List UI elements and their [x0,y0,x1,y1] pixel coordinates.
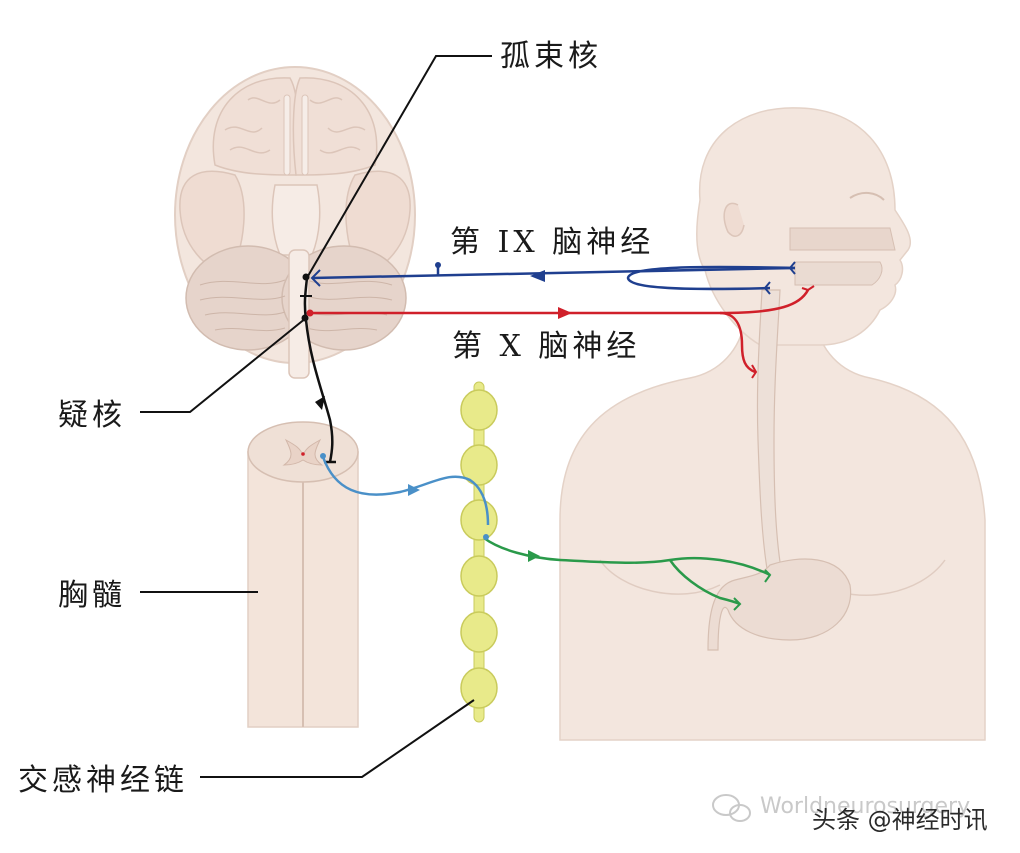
leader-nucleus-ambiguus [140,317,307,413]
leader-nucleus-solitarius [307,55,492,277]
cn10-nerve-pathway [306,285,815,379]
leader-lines [140,55,492,778]
preganglionic-fiber [321,456,490,526]
brain [174,66,416,379]
label-nucleus-solitarius: 孤束核 [500,39,602,74]
thoracic-spinal-cord [247,421,359,728]
leader-sympathetic-chain [200,699,475,778]
human-figure [559,107,986,741]
label-sympathetic-chain: 交感神经链 [18,763,188,798]
label-nucleus-ambiguus: 疑核 [58,398,126,433]
watermark-overlay-text: 头条 @神经时讯 [812,806,988,834]
watermark: Worldneurosurgery 头条 @神经时讯 [712,794,988,834]
postganglionic-fiber [483,534,772,611]
sympathetic-chain [460,381,498,723]
cn9-nerve-pathway [310,261,796,295]
label-cn9: 第 IX 脑神经 [450,225,654,260]
watermark-faint-text: Worldneurosurgery [760,794,970,819]
wechat-icon [712,794,751,822]
label-thoracic-cord: 胸髓 [58,578,126,613]
label-cn10: 第 X 脑神经 [452,329,640,364]
